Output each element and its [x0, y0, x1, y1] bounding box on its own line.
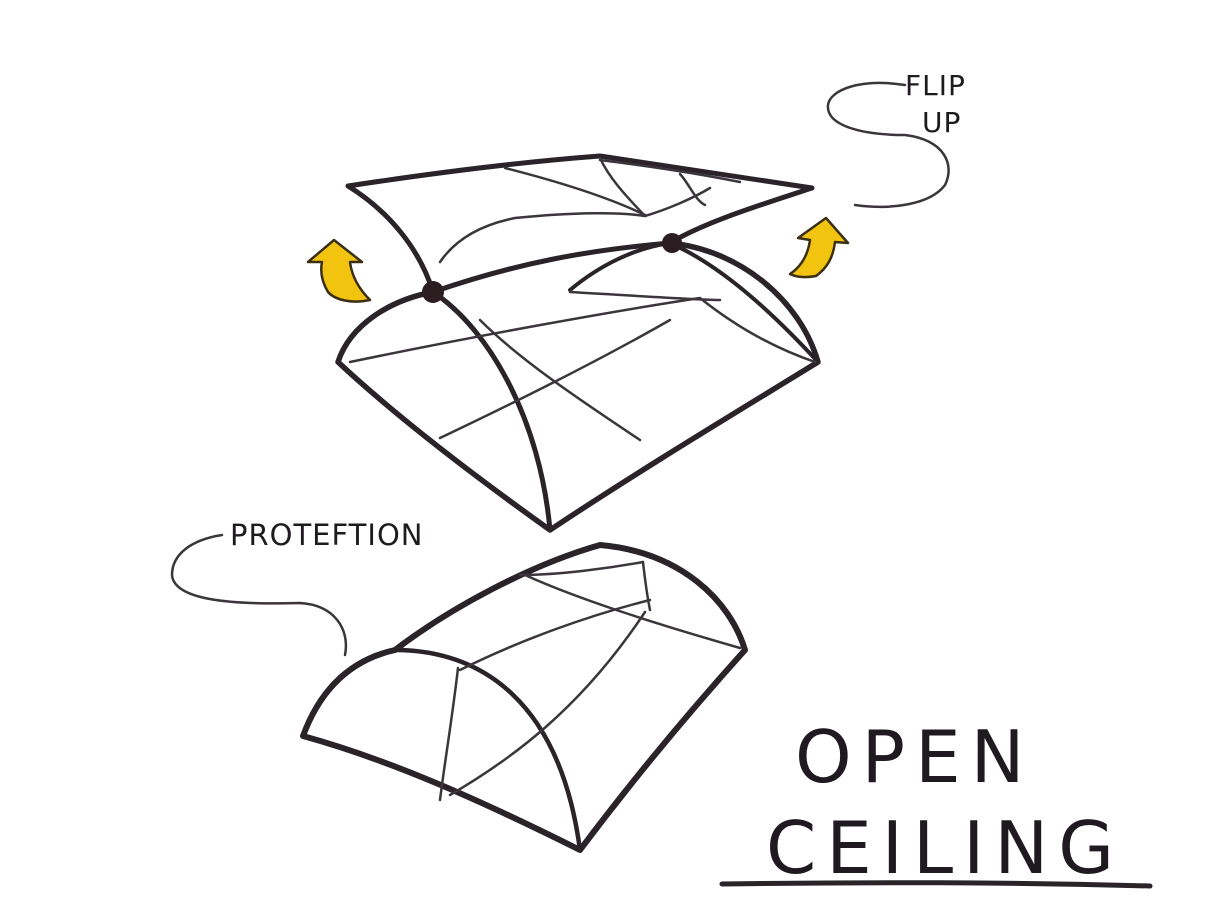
curved-up-arrow-icon [306, 238, 372, 303]
flap-line [598, 156, 647, 218]
protection-grid-line [518, 560, 645, 577]
curved-up-arrow-icon [788, 216, 850, 279]
vault-arch [430, 289, 553, 533]
protection-label: PROTEFTION [230, 518, 423, 552]
protection-vault [300, 542, 748, 853]
protection-grid-line [641, 560, 652, 612]
flap-line [598, 158, 742, 184]
flap-line [503, 166, 647, 217]
flip-up-label-line1: FLIP [905, 69, 966, 102]
protection-grid-line [448, 610, 647, 797]
protection-arch [392, 647, 583, 853]
flap-line [678, 172, 707, 207]
vault-grid-line [478, 318, 642, 442]
title-line2: CEILING [766, 806, 1124, 890]
hinge-dot-icon [422, 281, 444, 303]
title-line1: OPEN [795, 715, 1034, 799]
vault-grid-line [568, 290, 722, 302]
flip-up-label-line2: UP [922, 106, 961, 139]
title-underline [719, 880, 1153, 889]
hinge-dot-icon [662, 233, 682, 253]
protection-outline [300, 542, 748, 853]
protection-grid-line [458, 598, 652, 672]
flap-outline [345, 153, 815, 295]
vault-arch [568, 241, 820, 364]
vault-outline [335, 240, 821, 533]
vault-grid-line [438, 318, 672, 440]
flip-up-canopy [335, 153, 821, 533]
flap-line [438, 186, 712, 264]
protection-grid-line [523, 573, 742, 650]
protection-grid-line [438, 666, 460, 802]
vault-grid-line [348, 296, 817, 364]
protection-leader-line [170, 533, 348, 657]
flip-up-leader-line [826, 81, 950, 209]
